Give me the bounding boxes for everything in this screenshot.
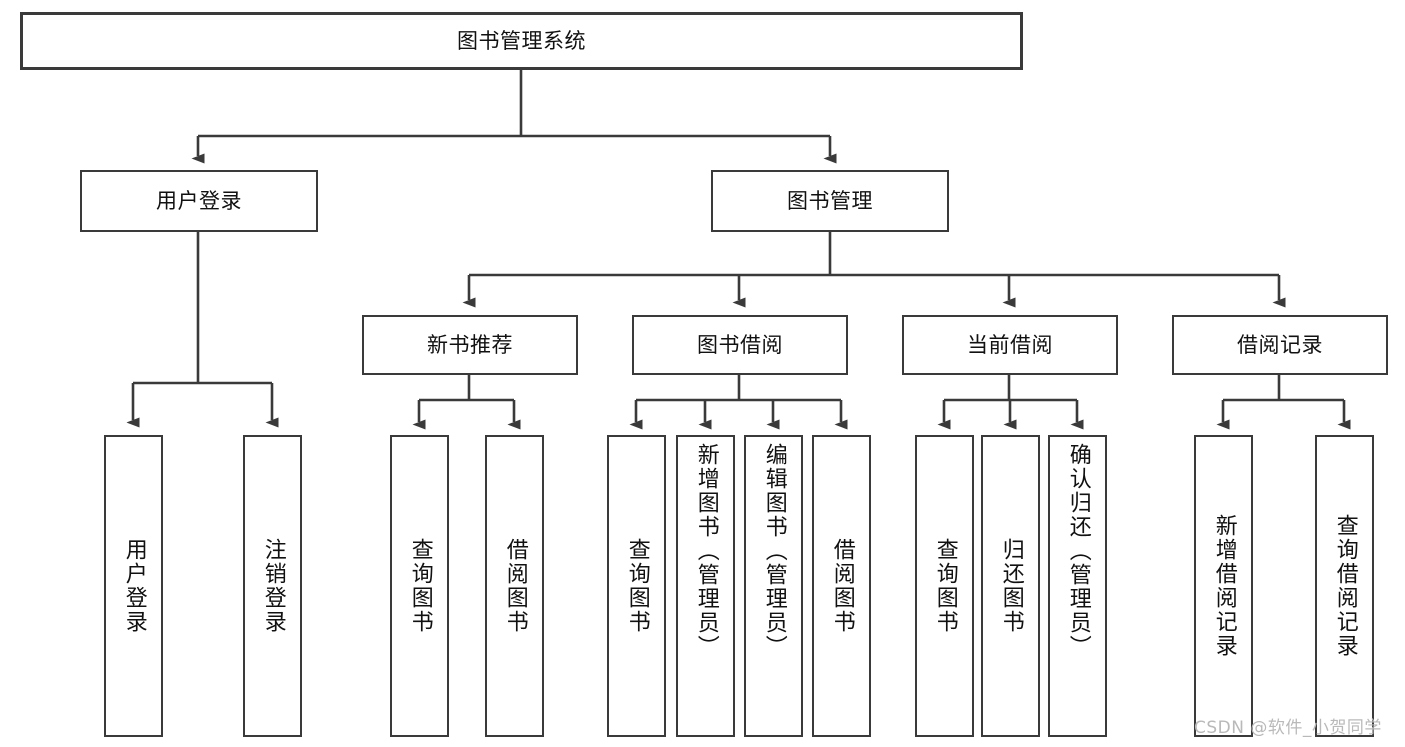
leaf-user-login-login[interactable]: 用户登录 (104, 435, 163, 737)
leaf-borrow-borrow-book[interactable]: 借阅图书 (812, 435, 871, 737)
node-label: 新书推荐 (427, 332, 513, 357)
node-label: 用户登录 (156, 188, 242, 213)
node-label: 图书借阅 (697, 332, 783, 357)
node-label: 编辑图书（管理员） (761, 443, 787, 659)
leaf-current-return-book[interactable]: 归还图书 (981, 435, 1040, 737)
node-label: 新增借阅记录 (1211, 514, 1237, 658)
leaf-borrow-query-book[interactable]: 查询图书 (607, 435, 666, 737)
csdn-watermark: CSDN @软件_小贺同学 (1194, 718, 1382, 738)
node-book-management[interactable]: 图书管理 (711, 170, 949, 232)
node-label: 借阅图书 (502, 538, 528, 634)
node-user-login[interactable]: 用户登录 (80, 170, 318, 232)
leaf-record-add-record[interactable]: 新增借阅记录 (1194, 435, 1253, 737)
node-borrow-record[interactable]: 借阅记录 (1172, 315, 1388, 375)
node-label: 当前借阅 (967, 332, 1053, 357)
node-label: 确认归还（管理员） (1065, 443, 1091, 659)
leaf-recommend-borrow-book[interactable]: 借阅图书 (485, 435, 544, 737)
node-label: 用户登录 (121, 538, 147, 634)
leaf-current-confirm-return-admin[interactable]: 确认归还（管理员） (1048, 435, 1107, 737)
leaf-borrow-edit-book-admin[interactable]: 编辑图书（管理员） (744, 435, 803, 737)
node-label: 查询图书 (624, 538, 650, 634)
node-label: 查询图书 (407, 538, 433, 634)
node-label: 查询图书 (932, 538, 958, 634)
node-label: 新增图书（管理员） (693, 443, 719, 659)
leaf-current-query-book[interactable]: 查询图书 (915, 435, 974, 737)
node-label: 归还图书 (998, 538, 1024, 634)
node-label: 注销登录 (260, 538, 286, 634)
node-label: 图书管理 (787, 188, 873, 213)
node-current-borrow[interactable]: 当前借阅 (902, 315, 1118, 375)
node-label: 借阅图书 (829, 538, 855, 634)
node-label: 图书管理系统 (457, 28, 586, 53)
node-root-system[interactable]: 图书管理系统 (20, 12, 1023, 70)
leaf-user-login-logout[interactable]: 注销登录 (243, 435, 302, 737)
leaf-recommend-query-book[interactable]: 查询图书 (390, 435, 449, 737)
node-label: 借阅记录 (1237, 332, 1323, 357)
leaf-borrow-add-book-admin[interactable]: 新增图书（管理员） (676, 435, 735, 737)
node-label: 查询借阅记录 (1332, 514, 1358, 658)
node-new-book-recommend[interactable]: 新书推荐 (362, 315, 578, 375)
leaf-record-query-record[interactable]: 查询借阅记录 (1315, 435, 1374, 737)
node-book-borrow[interactable]: 图书借阅 (632, 315, 848, 375)
